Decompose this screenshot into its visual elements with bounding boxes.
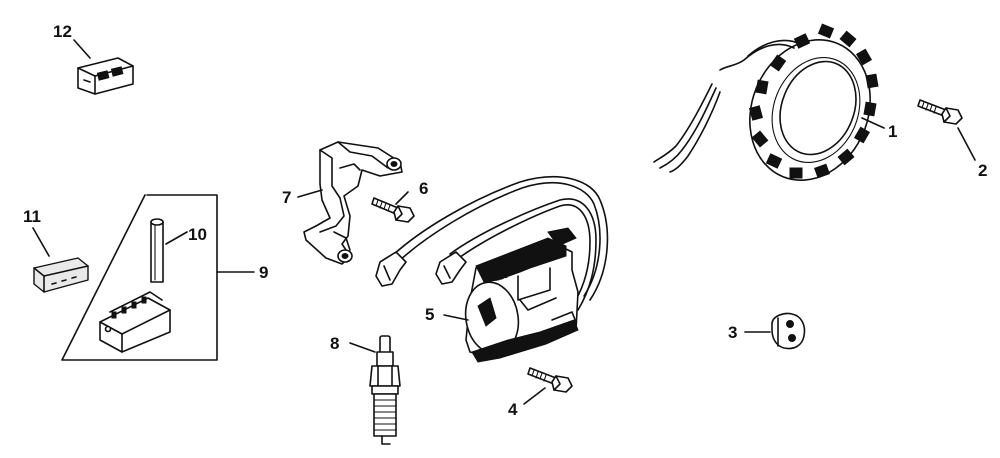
leader-1 xyxy=(861,117,885,129)
callout-1: 1 xyxy=(888,122,897,141)
part-3-grommet xyxy=(771,312,806,350)
leader-2 xyxy=(957,127,976,161)
leader-10 xyxy=(165,231,188,245)
kit-9-outline xyxy=(61,194,218,361)
leader-7 xyxy=(297,189,323,198)
part-10-pin xyxy=(150,218,164,283)
leader-6 xyxy=(395,191,409,205)
part-8-spark-plug xyxy=(369,335,401,445)
part-12-connector xyxy=(77,57,134,95)
part-9-module xyxy=(99,291,171,353)
svg-text:d3: d3 xyxy=(498,270,510,281)
part-5-coil: d3 xyxy=(375,176,609,363)
part-2-bolt xyxy=(917,99,963,125)
callout-10: 10 xyxy=(188,225,207,244)
part-4-bolt xyxy=(527,367,573,393)
leader-5 xyxy=(443,314,469,321)
callout-6: 6 xyxy=(419,179,428,198)
leader-11 xyxy=(32,227,50,257)
leader-8 xyxy=(349,342,376,353)
leader-4 xyxy=(523,387,546,405)
callout-2: 2 xyxy=(978,161,987,180)
part-6-bolt xyxy=(371,197,415,223)
callout-4: 4 xyxy=(508,400,518,419)
callout-3: 3 xyxy=(728,323,737,342)
part-7-bracket xyxy=(303,141,403,265)
callout-12: 12 xyxy=(53,22,72,41)
part-1-stator xyxy=(653,23,879,182)
leader-12 xyxy=(73,39,91,59)
callout-8: 8 xyxy=(330,334,339,353)
callout-9: 9 xyxy=(259,263,268,282)
part-11-block xyxy=(33,257,89,293)
callout-11: 11 xyxy=(23,207,41,226)
callout-7: 7 xyxy=(282,188,291,207)
callout-5: 5 xyxy=(425,305,434,324)
